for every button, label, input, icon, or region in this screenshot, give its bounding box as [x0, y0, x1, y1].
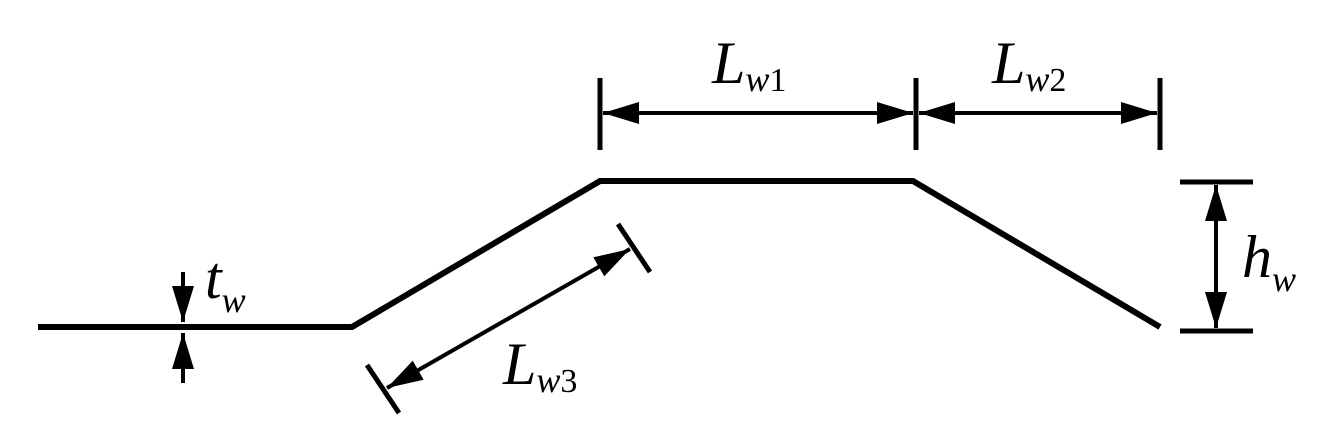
lw3-label-sub: w	[536, 360, 560, 400]
profile-line	[38, 178, 1162, 330]
lw1-label-sub: w	[745, 59, 769, 99]
hw-label-main: h	[1242, 224, 1272, 290]
lw3-label-num: 3	[560, 363, 577, 400]
lw3-dimension-arrow	[386, 247, 631, 390]
tw-label: tw	[205, 245, 246, 320]
lw3-label: Lw3	[502, 331, 577, 400]
lw3-label-main: L	[502, 331, 536, 397]
lw3-top-extension-line	[615, 222, 653, 274]
hw-label-sub: w	[1272, 259, 1296, 299]
lw2-label-num: 2	[1049, 62, 1066, 99]
lw2-label: Lw2	[991, 30, 1066, 99]
lw2-label-main: L	[991, 30, 1025, 96]
lw1-label-main: L	[711, 30, 745, 96]
tw-label-sub: w	[222, 280, 246, 320]
lw2-label-sub: w	[1025, 59, 1049, 99]
lw1-label: Lw1	[711, 30, 786, 99]
lw1-label-num: 1	[769, 62, 786, 99]
hw-label: hw	[1242, 224, 1296, 299]
tw-label-main: t	[205, 245, 223, 311]
lw3-bottom-extension-line	[364, 363, 402, 415]
